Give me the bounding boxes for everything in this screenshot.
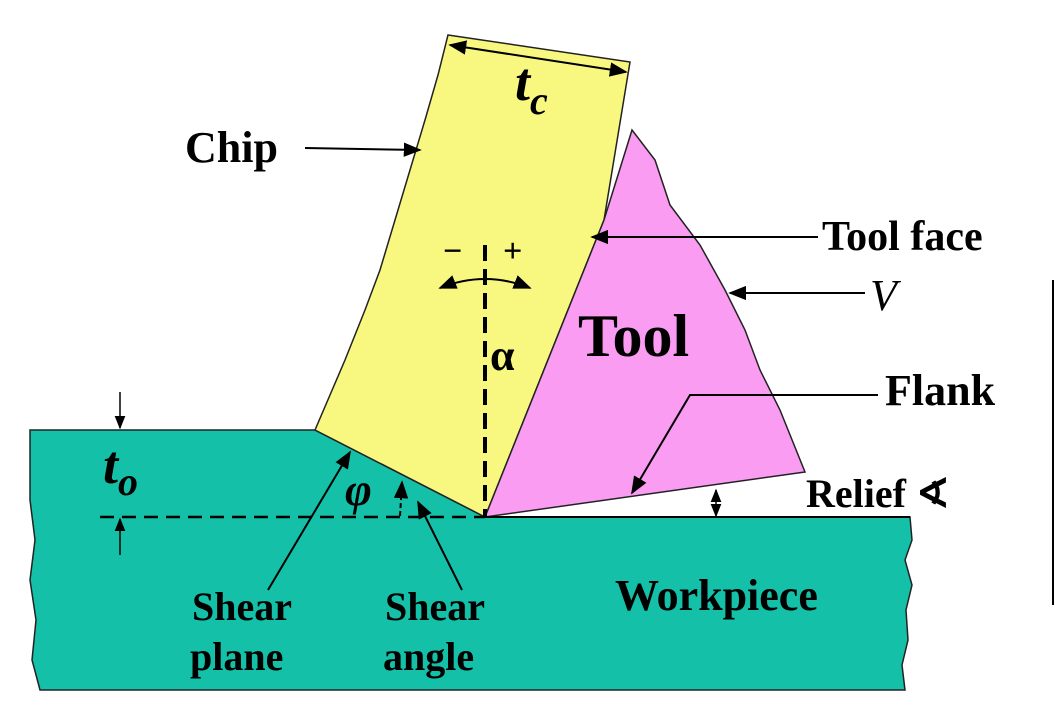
rake-angle-label: α xyxy=(490,331,515,380)
relief-label: Relief ∢ xyxy=(806,471,949,516)
uncut-thickness-label: to xyxy=(103,435,138,504)
flank-label: Flank xyxy=(885,366,996,415)
tool-label: Tool xyxy=(578,303,689,369)
shear-angle-pointer-arrow xyxy=(417,500,463,591)
rake-angle-arc-arrow xyxy=(438,275,532,289)
plus-sign: + xyxy=(503,233,522,270)
flank-pointer-arrow xyxy=(631,394,878,495)
minus-sign: − xyxy=(443,233,462,270)
shear-angle-label-line1: Shear xyxy=(385,584,485,629)
tool-shape xyxy=(483,128,807,518)
chip-thickness-label: tc xyxy=(515,52,548,123)
shear-plane-label-line2: plane xyxy=(190,634,283,679)
shear-angle-marker xyxy=(393,480,409,517)
workpiece-label: Workpiece xyxy=(615,571,818,620)
tool-face-label: Tool face xyxy=(822,214,983,260)
chip-label: Chip xyxy=(185,123,278,172)
tc-dimension-arrow xyxy=(448,40,628,77)
shear-plane-label-line1: Shear xyxy=(192,584,292,629)
shear-plane-pointer-arrow xyxy=(267,450,351,591)
shear-angle-symbol: φ xyxy=(345,464,372,515)
shear-angle-label-line2: angle xyxy=(383,634,474,679)
velocity-label: V xyxy=(870,271,902,320)
chip-pointer-arrow xyxy=(304,142,422,157)
